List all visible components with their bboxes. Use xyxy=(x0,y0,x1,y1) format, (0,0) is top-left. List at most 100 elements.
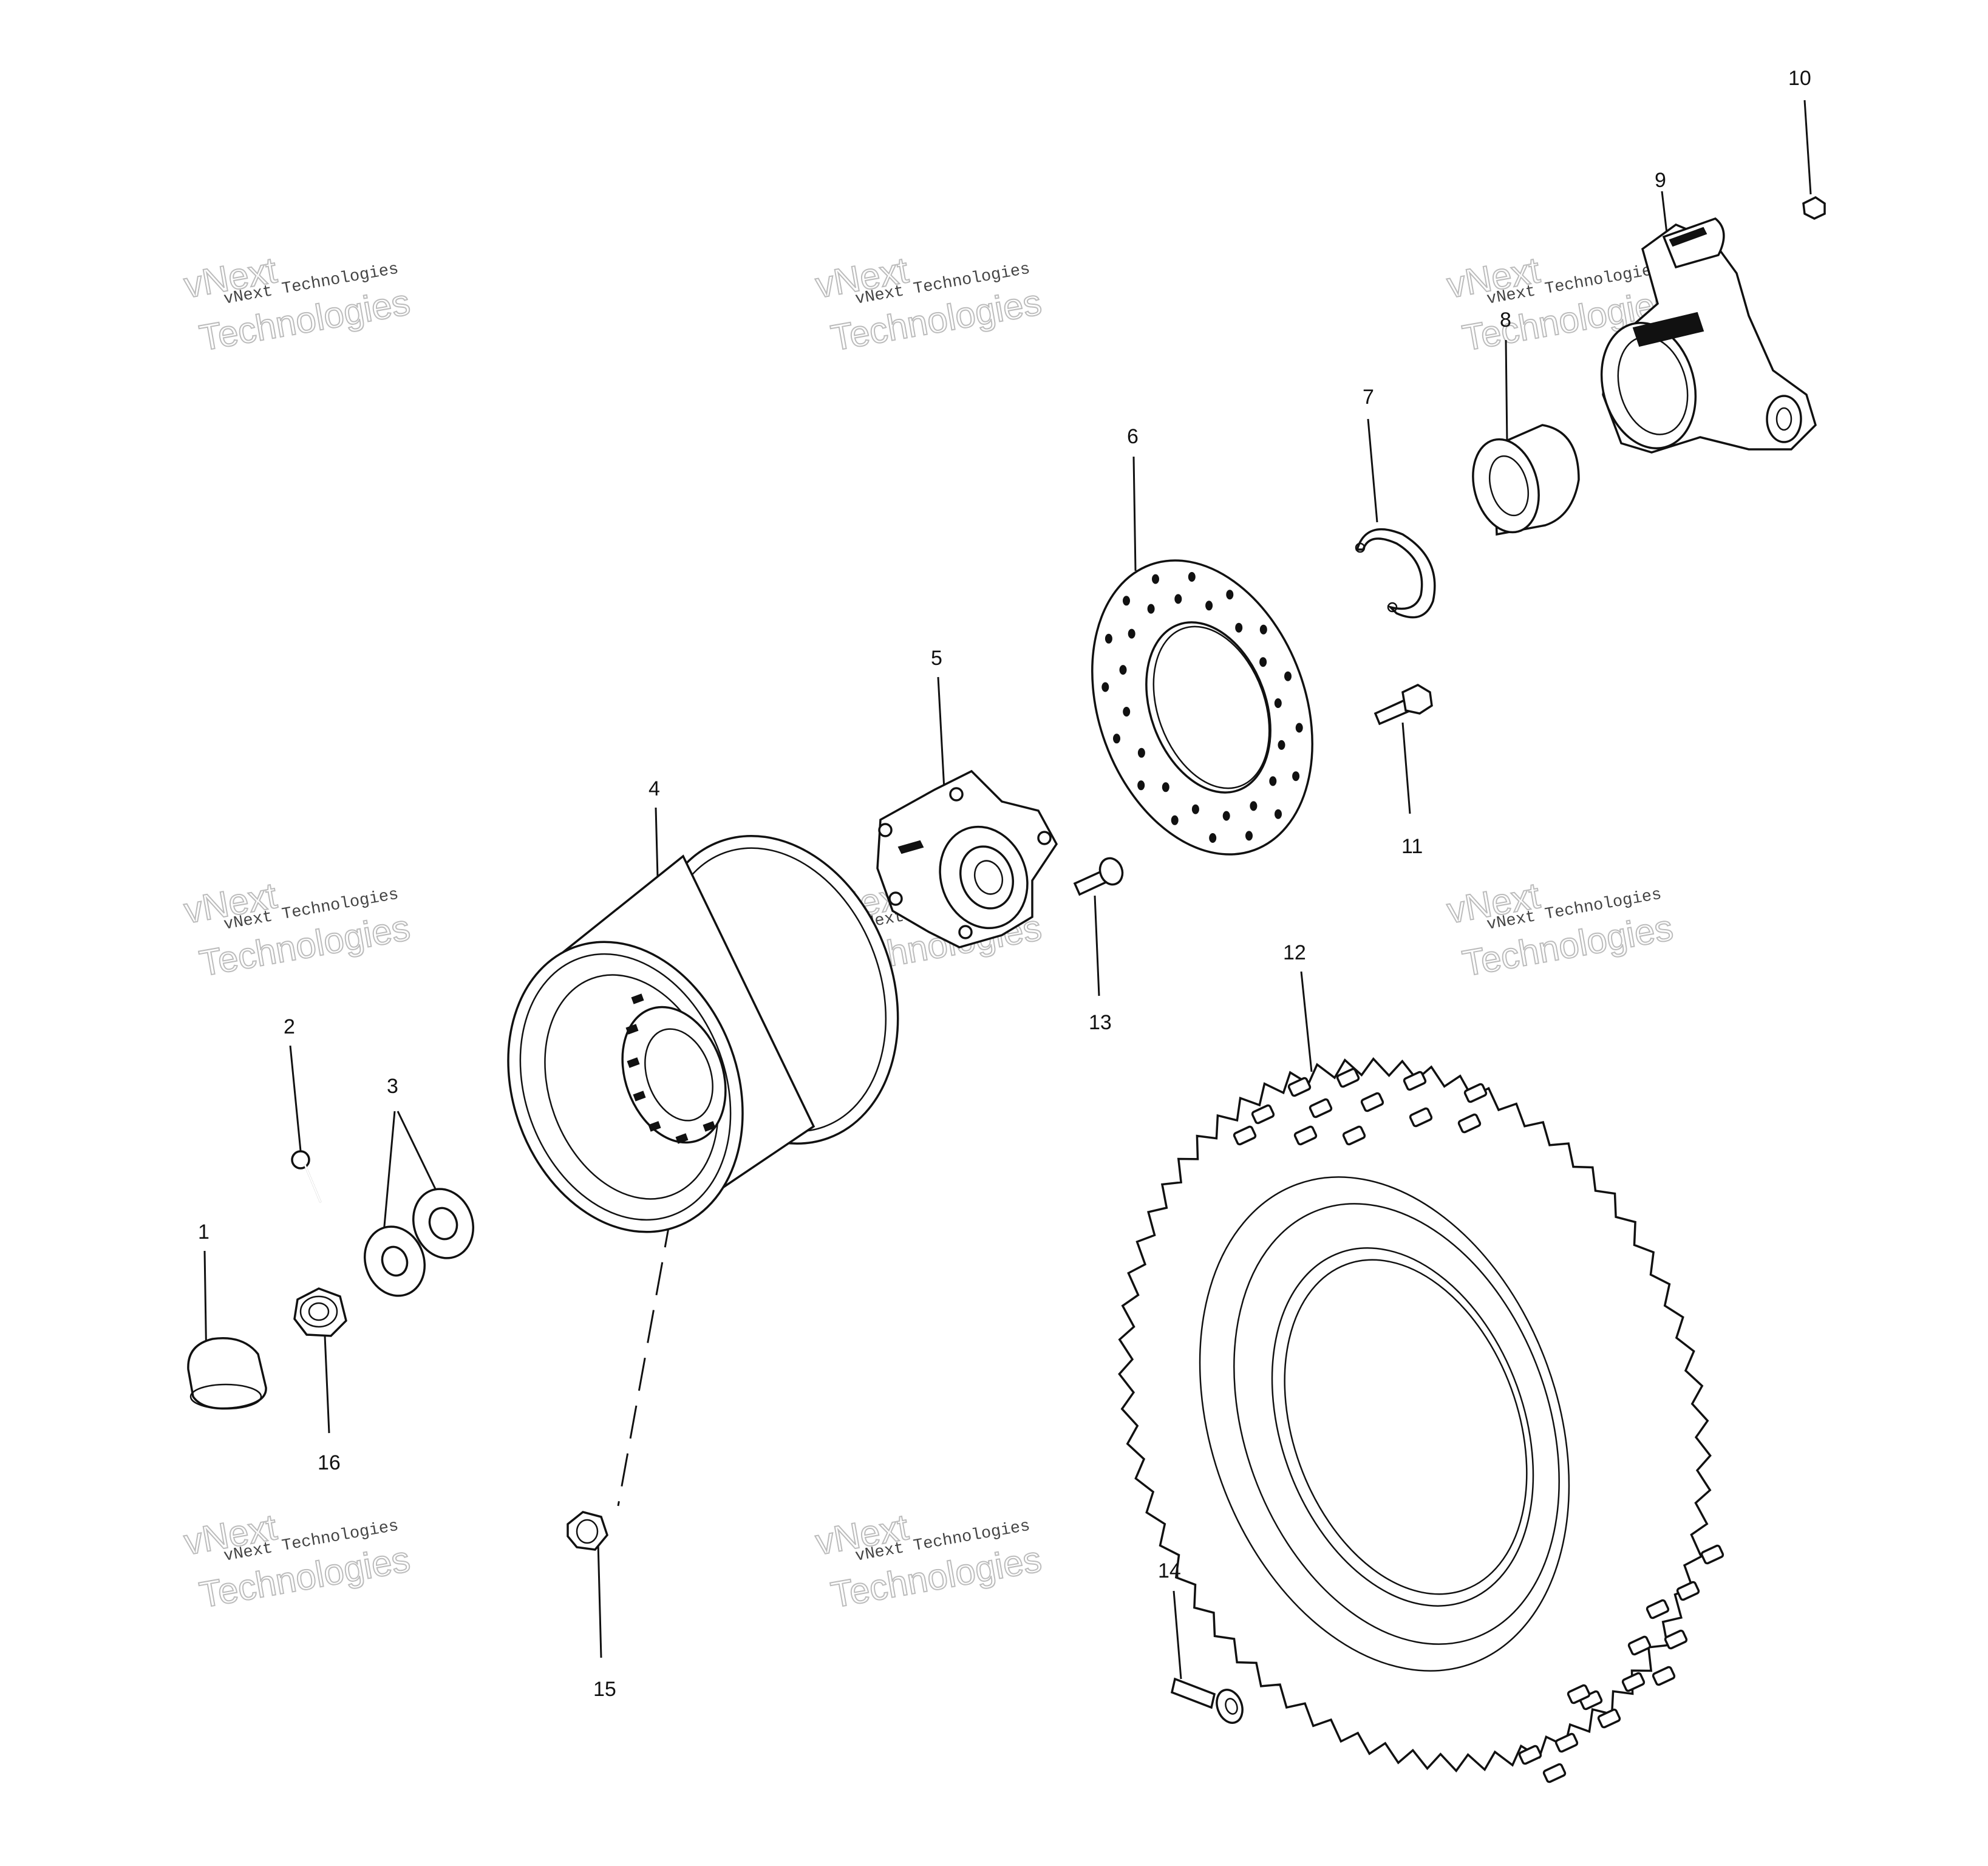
tire-lug xyxy=(1621,1672,1646,1692)
tire-lug xyxy=(1567,1684,1591,1704)
tire-lug xyxy=(1409,1107,1433,1128)
tire-lug xyxy=(1554,1732,1579,1753)
disc-hole xyxy=(1123,707,1131,717)
disc-hole xyxy=(1162,782,1169,792)
watermark-top-center: vNext vNext Technologies Technologies xyxy=(812,249,1045,359)
tire-lug xyxy=(1336,1068,1360,1088)
tire-lug xyxy=(1233,1125,1257,1146)
disc-hole xyxy=(1274,698,1282,708)
disc-hole xyxy=(1128,628,1135,639)
tire-lug xyxy=(1700,1544,1724,1565)
disc-hole xyxy=(1275,809,1282,819)
disc-hole xyxy=(1101,682,1109,692)
disc-hole xyxy=(1105,633,1112,644)
tire-lug xyxy=(1403,1071,1427,1091)
tire-lug xyxy=(1251,1104,1275,1125)
disc-hole xyxy=(1292,771,1300,781)
leader-line-5 xyxy=(937,676,945,790)
disc-hole xyxy=(1123,596,1130,606)
disc-hole xyxy=(1137,747,1145,758)
disc-hole xyxy=(1222,811,1230,821)
washer-front xyxy=(363,1225,426,1297)
leader-line-14 xyxy=(1173,1590,1182,1680)
tire-lug xyxy=(1463,1083,1488,1103)
leader-line-6 xyxy=(1132,456,1137,571)
tire-lug xyxy=(1287,1077,1312,1097)
hub-cap xyxy=(187,1337,267,1410)
tire-lug xyxy=(1597,1708,1621,1729)
valve-stem xyxy=(1170,1677,1244,1724)
disc-hole xyxy=(1259,624,1267,635)
tire-lug xyxy=(1293,1125,1318,1146)
tire-lug xyxy=(1360,1092,1384,1112)
disc-hole xyxy=(1226,590,1234,600)
leader-line-13 xyxy=(1094,895,1100,996)
tire-lug xyxy=(1518,1745,1542,1765)
disc-hole xyxy=(1278,740,1285,750)
leader-line-3b xyxy=(397,1111,437,1191)
callout-16: 16 xyxy=(318,1451,341,1474)
leader-line-15 xyxy=(597,1542,602,1658)
disc-hole xyxy=(1295,723,1303,733)
disc-hole xyxy=(1113,734,1120,744)
callout-8: 8 xyxy=(1500,308,1511,332)
tire-lug xyxy=(1542,1763,1567,1783)
callout-13: 13 xyxy=(1089,1011,1112,1034)
hub-bolt xyxy=(1073,857,1124,896)
leader-line-10 xyxy=(1803,100,1812,195)
brake-disc xyxy=(1091,559,1313,856)
callout-15: 15 xyxy=(593,1678,616,1701)
castle-nut xyxy=(293,1287,347,1337)
leader-line-7 xyxy=(1367,418,1378,523)
tire xyxy=(1118,1057,1712,1772)
tire-lug xyxy=(1627,1635,1652,1656)
disc-hole xyxy=(1191,804,1199,814)
leader-line-12 xyxy=(1300,971,1313,1072)
cotter-pin xyxy=(291,1150,322,1203)
steering-knuckle xyxy=(1600,217,1817,454)
disc-hole xyxy=(1188,572,1196,582)
watermark-top-left: vNext vNext Technologies Technologies xyxy=(180,249,414,359)
callout-11: 11 xyxy=(1401,835,1423,858)
disc-hole xyxy=(1137,780,1145,791)
callout-14: 14 xyxy=(1158,1559,1181,1582)
callout-labels: 1 2 3 4 5 6 7 8 9 10 11 12 13 14 15 16 xyxy=(198,67,1811,1701)
leader-line-8 xyxy=(1505,339,1508,444)
tire-lug xyxy=(1646,1599,1670,1619)
callout-2: 2 xyxy=(284,1015,295,1038)
leader-line-16 xyxy=(324,1335,330,1434)
callout-10: 10 xyxy=(1788,67,1811,90)
leader-line-2 xyxy=(289,1045,302,1151)
disc-hole xyxy=(1284,671,1292,681)
washer-rear xyxy=(412,1188,475,1259)
tire-lug xyxy=(1457,1113,1482,1134)
disc-hole xyxy=(1119,665,1127,675)
tire-lug xyxy=(1309,1098,1333,1119)
lug-nut xyxy=(567,1511,608,1551)
disc-hole xyxy=(1147,604,1155,614)
callout-6: 6 xyxy=(1127,425,1139,448)
leader-line-11 xyxy=(1401,722,1411,814)
watermark-bottom-center: vNext vNext Technologies Technologies xyxy=(812,1506,1045,1616)
leader-line-15-dashed xyxy=(617,1214,672,1507)
disc-hole xyxy=(1269,776,1277,786)
grease-fitting xyxy=(1802,196,1826,220)
leader-line-3a xyxy=(383,1111,396,1233)
tire-lug xyxy=(1652,1666,1676,1686)
brake-disc-holes xyxy=(1101,572,1303,843)
disc-hole xyxy=(1250,801,1258,811)
disc-hole xyxy=(1205,601,1213,611)
callout-5: 5 xyxy=(931,647,942,670)
tire-lugs xyxy=(1233,1068,1724,1783)
wheel-bearing xyxy=(1472,424,1580,536)
callout-12: 12 xyxy=(1283,941,1306,964)
tire-lug xyxy=(1664,1629,1688,1650)
tire-lug xyxy=(1342,1125,1366,1146)
callout-9: 9 xyxy=(1655,169,1666,192)
disc-hole xyxy=(1152,574,1159,584)
watermark-mid-right: vNext vNext Technologies Technologies xyxy=(1443,874,1677,985)
wheel-hub xyxy=(876,769,1058,948)
callout-3: 3 xyxy=(387,1075,398,1098)
snap-ring xyxy=(1355,528,1436,619)
